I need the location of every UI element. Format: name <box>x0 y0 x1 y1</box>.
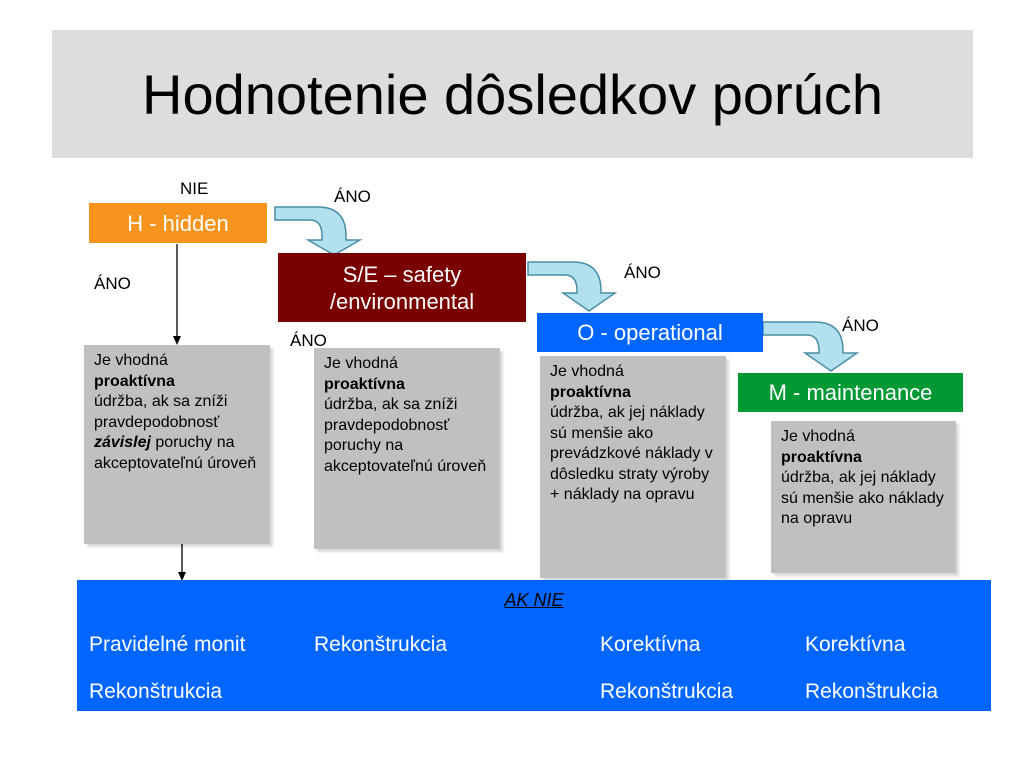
desc-hidden-t2: proaktívna <box>94 372 175 390</box>
label-ano-hidden-right: ÁNO <box>334 187 371 206</box>
arrow-bottom-down-head <box>178 572 186 581</box>
page-title: Hodnotenie dôsledkov porúch <box>142 62 883 126</box>
node-maintenance: M - maintenance <box>738 373 963 412</box>
label-nie-top: NIE <box>180 179 209 198</box>
desc-operational-t2: proaktívna <box>550 383 631 401</box>
label-ano-operational-right: ÁNO <box>842 316 879 335</box>
node-safety-line1: S/E – safety <box>342 261 462 287</box>
node-hidden: H - hidden <box>89 203 267 243</box>
desc-safety-t2: proaktívna <box>324 375 405 393</box>
curved-arrow-safety-operational <box>527 261 618 312</box>
bottom-col1-row2: Rekonštrukcia <box>89 680 223 703</box>
node-safety-line2: /environmental <box>329 288 475 314</box>
description-safety: Je vhodná proaktívna údržba, ak sa zníži… <box>314 348 500 549</box>
bottom-col4-row2: Rekonštrukcia <box>805 680 939 703</box>
bottom-col4-row1: Korektívna <box>805 633 906 656</box>
label-ano-safety-down: ÁNO <box>290 331 327 350</box>
desc-hidden-t1: Je vhodná <box>94 352 168 369</box>
node-operational-label: O - operational <box>577 320 723 345</box>
curved-arrow-operational-maintenance <box>762 321 860 372</box>
label-ano-hidden-down: ÁNO <box>94 274 131 293</box>
desc-safety-t1: Je vhodná <box>324 355 398 372</box>
label-ano-safety-right: ÁNO <box>624 263 661 282</box>
desc-hidden-t5: poruchy na akceptovateľnú úroveň <box>94 434 257 472</box>
desc-maintenance-t1: Je vhodná <box>781 428 855 445</box>
curved-arrow-hidden-safety <box>274 206 363 256</box>
desc-hidden-t3: údržba, ak sa zníži pravdepodobnosť <box>94 393 228 431</box>
bottom-band <box>77 580 991 711</box>
description-maintenance: Je vhodná proaktívna údržba, ak jej nákl… <box>771 421 956 573</box>
desc-safety-t3: údržba, ak sa zníži pravdepodobnosť poru… <box>324 396 487 475</box>
bottom-col3-row2: Rekonštrukcia <box>600 680 734 703</box>
description-operational: Je vhodná proaktívna údržba, ak jej nákl… <box>540 356 726 578</box>
bottom-col2-row1: Rekonštrukcia <box>314 633 448 656</box>
arrow-hidden-down-head <box>173 336 181 345</box>
desc-operational-t3: údržba, ak jej náklady sú menšie ako pre… <box>550 404 713 503</box>
desc-operational-t1: Je vhodná <box>550 363 624 380</box>
bottom-col3-row1: Korektívna <box>600 633 701 656</box>
desc-maintenance-t3: údržba, ak jej náklady sú menšie ako nák… <box>781 469 944 527</box>
title-band <box>52 30 973 158</box>
desc-maintenance-t2: proaktívna <box>781 448 862 466</box>
node-operational: O - operational <box>537 313 763 352</box>
desc-hidden-t4: závislej <box>94 434 151 451</box>
bottom-header: AK NIE <box>504 590 564 610</box>
node-maintenance-label: M - maintenance <box>768 380 933 405</box>
node-safety: S/E – safety /environmental <box>278 253 526 322</box>
node-hidden-label: H - hidden <box>127 210 229 236</box>
bottom-col1-row1: Pravidelné monit <box>89 633 246 656</box>
description-hidden: Je vhodná proaktívna údržba, ak sa zníži… <box>84 345 270 544</box>
